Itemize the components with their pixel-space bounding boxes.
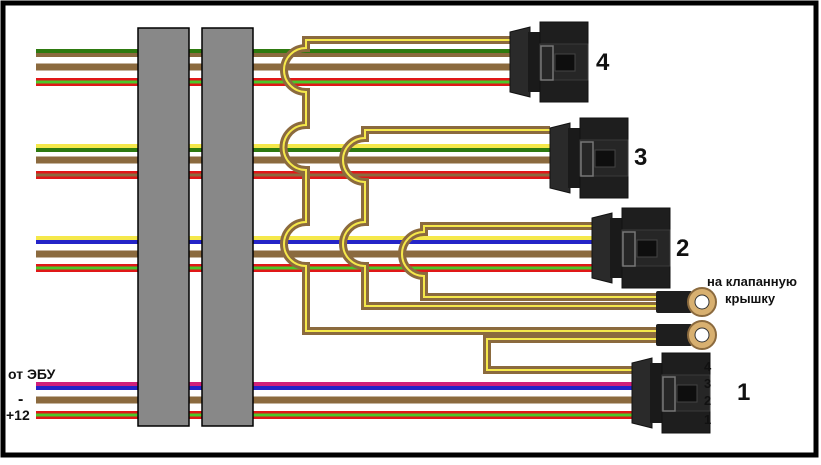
pin-label-2: 2 [704,393,711,408]
pin-label-3: 3 [704,376,711,391]
connector-key [554,53,576,72]
connector-key [676,384,698,403]
shield-coil1-inner [486,338,660,371]
pin-label-4: 4 [704,359,712,374]
connector-flange [631,357,653,429]
connector-flange [509,26,531,98]
connector-key [594,149,616,168]
lug-hole-2 [694,327,710,343]
coil-label-3: 3 [634,144,647,171]
harness-block-left [137,27,190,427]
shield-coil4-inner [282,39,660,332]
ground-note-line2: крышку [725,291,776,306]
lug-hole-1 [694,294,710,310]
connector-latch [580,141,594,177]
plus12-label: +12 [6,407,30,423]
lug-sleeve-1 [656,291,692,313]
connector-flange [591,212,613,284]
connector-neck [610,218,624,278]
connector-neck [528,32,542,92]
shield-layer [279,36,660,374]
coil-label-1: 1 [737,379,750,406]
connector-latch [622,231,636,267]
connector-latch [662,376,676,412]
connector-latch-area [539,43,589,81]
coil-label-2: 2 [676,235,689,262]
ground-note-line1: на клапанную [707,274,797,289]
pin-label-1: 1 [704,412,711,427]
coil-connector-1 [631,352,711,434]
lug-layer [656,287,717,350]
coil-label-4: 4 [596,49,610,76]
shield-coil3-inner [342,129,660,307]
connector-flange [549,122,571,194]
minus-label: - [18,391,23,408]
lug-sleeve-2 [656,324,692,346]
connector-neck [650,363,664,423]
coil-connector-3 [549,117,629,199]
wire-layer [36,49,632,419]
shield-coil2-inner [401,225,660,298]
coil-connector-2 [591,207,671,289]
connector-neck [568,128,582,188]
connector-key [636,239,658,258]
coil-connector-4 [509,21,589,103]
connector-latch [540,45,554,81]
ecu-label: от ЭБУ [8,366,56,382]
connector-layer [509,21,711,434]
harness-block-right [201,27,254,427]
